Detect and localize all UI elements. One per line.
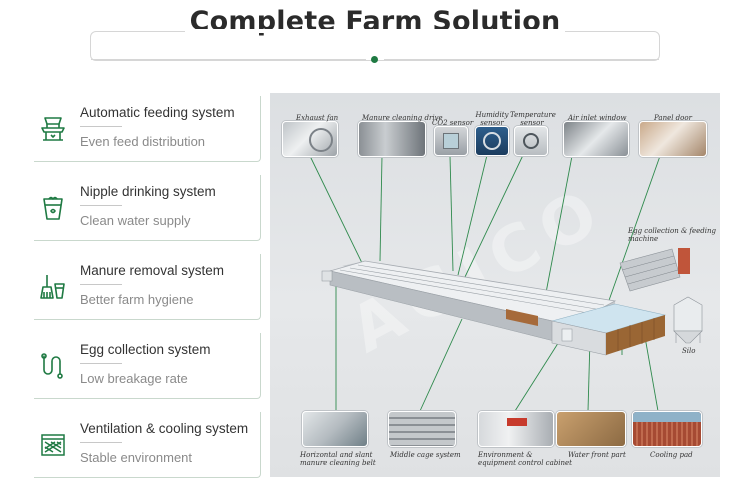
callout-lines — [309, 150, 661, 412]
feature-card-feeding: Automatic feeding system Even feed distr… — [34, 96, 261, 162]
label-exhaust-fan: Exhaust fan — [296, 114, 339, 122]
label-manure-cleaning-drive: Manure cleaning drive — [362, 114, 443, 122]
label-cooling-pad: Cooling pad — [650, 451, 693, 459]
label-humidity-sensor: Humidity sensor — [475, 111, 509, 127]
title-rule-right — [384, 59, 659, 60]
feeder-icon — [41, 117, 65, 141]
cooling-pad-photo — [632, 411, 702, 447]
feature-title: Egg collection system — [80, 342, 211, 357]
manure-drive-photo — [358, 121, 426, 157]
feature-separator — [80, 205, 122, 206]
conveyor-hook-icon — [41, 353, 63, 379]
feature-separator — [80, 126, 122, 127]
feature-subtitle: Better farm hygiene — [80, 292, 194, 307]
feature-title: Manure removal system — [80, 263, 225, 278]
manure-belt-photo — [302, 411, 368, 447]
feature-subtitle: Stable environment — [80, 450, 193, 465]
farm-house-diagram: AGICO — [270, 93, 720, 477]
feature-subtitle: Low breakage rate — [80, 371, 188, 386]
temperature-sensor-photo — [514, 126, 548, 156]
air-inlet-photo — [563, 121, 629, 157]
label-control-cabinet: Environment & equipment control cabinet — [478, 451, 572, 467]
feature-separator — [80, 442, 122, 443]
label-silo: Silo — [682, 347, 696, 355]
label-egg-collection-machine: Egg collection & feeding machine — [628, 227, 717, 243]
feature-separator — [80, 284, 122, 285]
title-rule-left — [91, 59, 366, 60]
feature-separator — [80, 363, 122, 364]
water-front-photo — [556, 411, 626, 447]
panel-door-photo — [639, 121, 707, 157]
middle-cage-photo — [388, 411, 456, 447]
cooling-pad-icon — [41, 434, 65, 456]
exhaust-fan-photo — [282, 121, 338, 157]
house-illustration — [309, 150, 703, 412]
label-co2-sensor: CO2 sensor — [432, 119, 474, 127]
feature-subtitle: Even feed distribution — [80, 134, 206, 149]
control-cabinet-photo — [478, 411, 554, 447]
label-middle-cage-system: Middle cage system — [390, 451, 461, 459]
humidity-sensor-photo — [475, 126, 509, 156]
water-cup-icon — [43, 196, 63, 220]
feature-card-egg: Egg collection system Low breakage rate — [34, 333, 261, 399]
label-manure-cleaning-belt: Horizontal and slant manure cleaning bel… — [300, 451, 376, 467]
co2-sensor-photo — [434, 126, 468, 156]
broom-bucket-icon — [40, 275, 65, 299]
label-panel-door: Panel door — [654, 114, 692, 122]
egg-collection-machine — [619, 248, 690, 292]
title-dot — [371, 56, 378, 63]
label-temperature-sensor: Temperature sensor — [510, 111, 556, 127]
feature-title: Ventilation & cooling system — [80, 421, 249, 436]
silo — [673, 296, 703, 344]
feature-card-ventilation: Ventilation & cooling system Stable envi… — [34, 412, 261, 478]
poultry-house — [321, 260, 667, 356]
label-air-inlet-window: Air inlet window — [568, 114, 627, 122]
feature-title: Automatic feeding system — [80, 105, 235, 120]
feature-subtitle: Clean water supply — [80, 213, 191, 228]
feature-card-drinking: Nipple drinking system Clean water suppl… — [34, 175, 261, 241]
title-frame-gap — [185, 29, 565, 33]
label-water-front-part: Water front part — [568, 451, 626, 459]
feature-card-manure: Manure removal system Better farm hygien… — [34, 254, 261, 320]
feature-title: Nipple drinking system — [80, 184, 216, 199]
